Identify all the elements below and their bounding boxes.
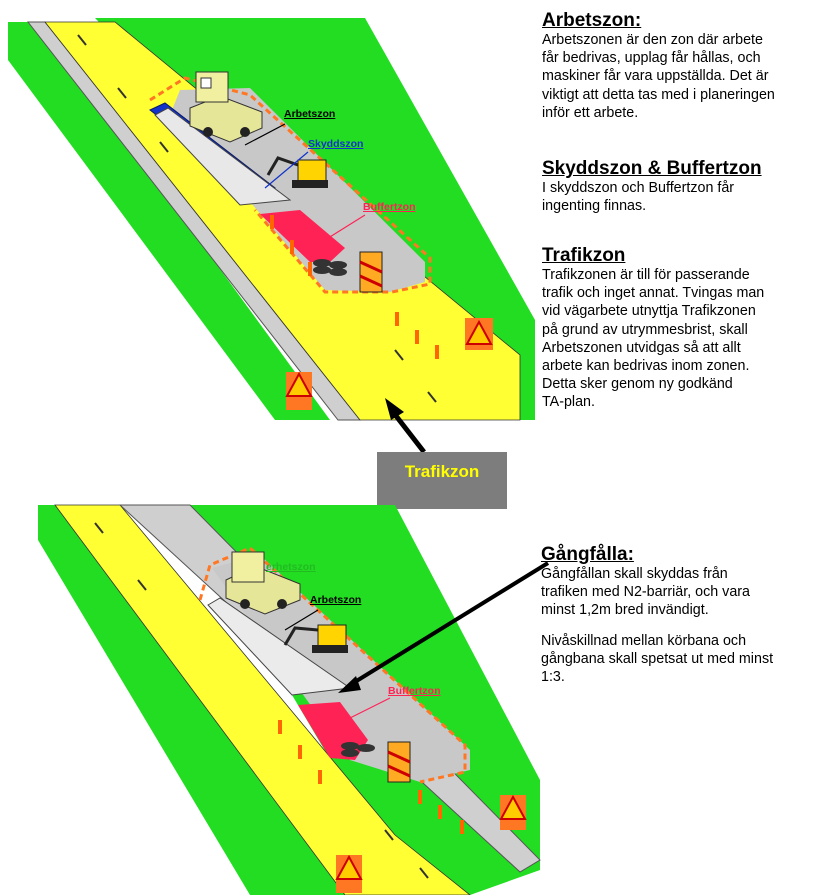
label-buffertzon: Buffertzon [363, 201, 416, 213]
buffer-zone-area [260, 210, 345, 262]
pointer-arbetszon [244, 123, 286, 146]
barricade-sign-b [387, 741, 411, 783]
work-zone-area-b [212, 555, 470, 782]
trafikzon-callout: Trafikzon [377, 452, 507, 509]
work-zone-fence-b [198, 546, 467, 784]
excavator-b [283, 624, 348, 653]
tire-stack-b [341, 742, 375, 757]
warning-sign-4 [335, 854, 363, 893]
section-skyddszon: Skyddszon & Buffertzon I skyddszon och B… [542, 158, 827, 215]
body-gangfalla: Gångfållan skall skyddas från trafiken m… [541, 566, 750, 619]
section-trafikzon: Trafikzon Trafikzonen är till för passer… [542, 245, 827, 412]
body-skyddszon: I skyddszon och Buffertzon får ingenting… [542, 180, 735, 215]
label-skyddszon: Skyddszon [308, 138, 364, 150]
body-gangfalla-2: Nivåskillnad mellan körbana och gångbana… [541, 632, 774, 686]
body-arbetszon: Arbetszonen är den zon där arbete får be… [542, 32, 775, 121]
label-arbetszon-b: Arbetszon [310, 594, 362, 606]
section-gangfalla: Gångfålla: Gångfållan skall skyddas från… [541, 544, 826, 686]
barricade-sign [359, 251, 383, 293]
heading-trafikzon: Trafikzon [542, 245, 626, 266]
cones [270, 215, 439, 359]
trafikzon-callout-label: Trafikzon [404, 462, 480, 481]
pointer-buffertzon-b [341, 697, 391, 723]
truck-b [225, 551, 301, 615]
road-surface-b [54, 504, 471, 895]
label-sakerhetszon-b: erhetszon [266, 561, 316, 573]
pointer-skyddszon [264, 151, 309, 189]
lane-dashes [77, 34, 437, 403]
heading-arbetszon: Arbetszon: [542, 10, 642, 31]
heading-gangfalla: Gångfålla: [541, 544, 634, 565]
label-arbetszon: Arbetszon [284, 108, 336, 120]
body-trafikzon: Trafikzonen är till för passerande trafi… [542, 267, 765, 411]
grass-left [8, 22, 330, 420]
excavator [266, 156, 328, 188]
gangfalla-arrow [348, 561, 550, 687]
grass-left-b [38, 505, 345, 895]
warning-sign-3 [499, 794, 527, 830]
barrier [154, 107, 292, 206]
section-arbetszon: Arbetszon: Arbetszonen är den zon där ar… [542, 10, 827, 122]
heading-skyddszon: Skyddszon & Buffertzon [542, 158, 762, 179]
warning-sign-1 [465, 318, 493, 350]
pointer-arbetszon-b [284, 609, 319, 631]
tire-stack [313, 259, 347, 276]
warning-sign-2 [285, 371, 313, 410]
trafikzon-arrow [391, 410, 426, 454]
label-buffertzon-b: Buffertzon [388, 685, 441, 697]
lane-dashes-b [94, 522, 429, 879]
truck [189, 71, 263, 143]
cones-b [278, 720, 464, 834]
pointer-buffertzon [324, 214, 366, 241]
